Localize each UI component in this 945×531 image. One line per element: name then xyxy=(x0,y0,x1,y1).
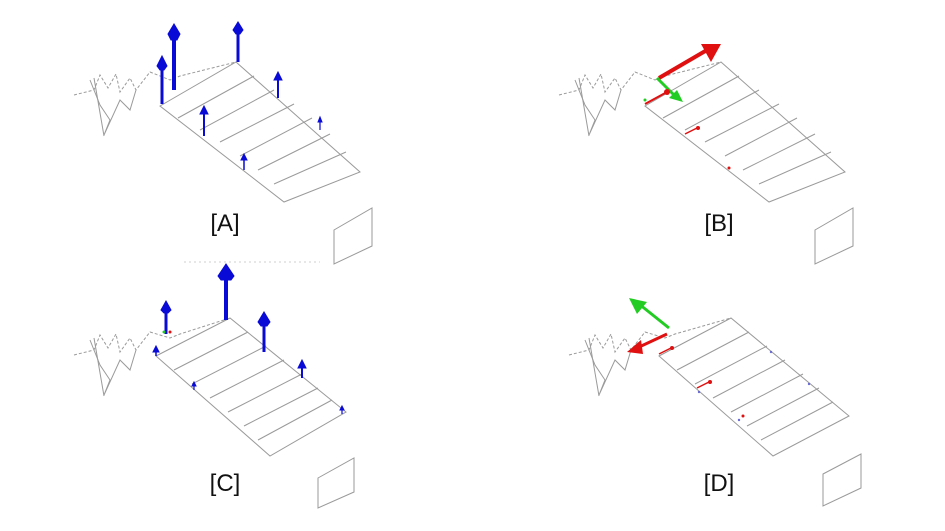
arrow-up-icon xyxy=(152,344,160,353)
structure-diagram-b xyxy=(558,44,854,265)
arrow-up-icon xyxy=(232,21,244,35)
arrow-icon xyxy=(627,340,643,354)
horizontal-arrows-b xyxy=(643,44,731,170)
arrow-icon xyxy=(669,90,683,102)
arrow-up-icon xyxy=(167,23,181,41)
arrow-up-icon xyxy=(160,299,172,314)
structure-diagram-d xyxy=(568,298,862,507)
panel-b: [B] xyxy=(545,10,875,265)
panel-label-b: [B] xyxy=(704,210,734,237)
panel-label-c: [C] xyxy=(209,470,241,497)
panel-a: [A] xyxy=(60,10,390,265)
arrow-up-icon xyxy=(199,104,209,115)
panel-c: [C] xyxy=(60,260,390,510)
arrow-up-icon xyxy=(191,380,197,387)
structure-diagram-a xyxy=(73,21,373,265)
structure-diagram-c xyxy=(73,261,355,509)
horizontal-arrows-d xyxy=(627,298,811,422)
arrow-up-icon xyxy=(339,404,345,411)
arrow-up-icon xyxy=(317,115,323,123)
vertical-arrows-a xyxy=(156,21,323,170)
arrow-up-icon xyxy=(297,358,307,369)
arrow-icon xyxy=(701,44,721,62)
panel-label-a: [A] xyxy=(210,210,240,237)
arrow-up-icon xyxy=(156,54,168,71)
vertical-arrows-c xyxy=(152,263,345,414)
arrow-up-icon xyxy=(257,311,271,327)
arrow-up-icon xyxy=(217,263,235,281)
arrow-up-icon xyxy=(273,70,283,81)
panel-label-d: [D] xyxy=(703,470,735,497)
arrow-up-icon xyxy=(240,152,248,161)
arrow-icon xyxy=(629,298,647,314)
panel-d: [D] xyxy=(555,280,885,520)
